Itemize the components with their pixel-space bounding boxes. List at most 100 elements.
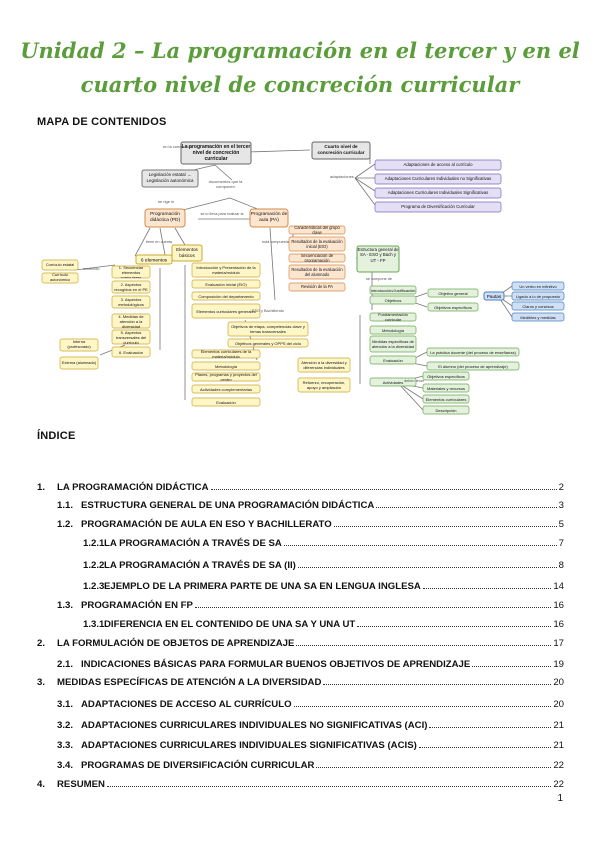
sa-item-label: Fundamentación curricular xyxy=(378,313,408,321)
toc-entry-number: 2. xyxy=(37,638,46,649)
sa-item: Metodología xyxy=(369,325,417,335)
toc-entry-page: 3 xyxy=(558,500,564,511)
toc-entry[interactable]: 1.3.1.DIFERENCIA EN EL CONTENIDO DE UNA … xyxy=(83,616,564,630)
objetivo-sub-item: Objetivos específicos xyxy=(427,302,479,312)
toc-entry-leader xyxy=(422,588,552,589)
center-node: La programación en el tercer nivel de co… xyxy=(180,141,252,165)
evaluacion-sub-group: La práctica docente (del proceso de ense… xyxy=(426,347,520,371)
basic-items-group: Introducción y Presentación de la materi… xyxy=(191,262,261,407)
curriculum-item: Currículo estatal xyxy=(41,259,79,271)
elementos-basicos-label: Elementos básicos xyxy=(176,247,198,258)
fourth-item: Adaptaciones de acceso al currículo xyxy=(374,159,502,171)
toc-entry[interactable]: 1.2.2.LA PROGRAMACIÓN A TRAVÉS DE SA (II… xyxy=(83,557,564,571)
toc-entry-page: 16 xyxy=(553,600,564,611)
toc-entry-page: 22 xyxy=(553,760,564,771)
curriculum-item-label: Currículo autonómico xyxy=(49,273,71,282)
diversity-item-label: Atención a la diversidad y diferencias i… xyxy=(301,360,347,370)
basic-element-item-label: Metodología xyxy=(214,363,237,369)
toc-entry-number: 1.3.1. xyxy=(83,619,108,630)
toc-entry-leader xyxy=(333,526,557,527)
sa-item: Evaluación xyxy=(369,355,417,365)
toc-entry[interactable]: 1.1.ESTRUCTURA GENERAL DE UNA PROGRAMACI… xyxy=(57,497,564,511)
pa-label: Programación de aula (PA) xyxy=(250,212,288,223)
index-section-label: ÍNDICE xyxy=(37,430,76,442)
fourth-item-label: Programa de Diversificación Curricular xyxy=(401,204,475,210)
pauta-item: Un verbo en infinitivo xyxy=(511,281,565,291)
toc-entry-leader xyxy=(357,626,552,627)
pa-node: Programación de aula (PA) xyxy=(249,208,289,228)
toc-entry[interactable]: 3.MEDIDAS ESPECÍFICAS DE ATENCIÓN A LA D… xyxy=(37,674,564,688)
toc-entry-number: 2.1. xyxy=(57,659,74,670)
toc-entry-number: 3.2. xyxy=(57,720,74,731)
basic-element-item: Actividades complementarias xyxy=(191,384,261,394)
objectives-group: Objetivos de etapa, competencias clave y… xyxy=(227,321,309,348)
pauta-item-label: Un verbo en infinitivo xyxy=(519,283,557,289)
pa-item-label: Secuenciación de programación xyxy=(300,254,334,262)
toc-entry[interactable]: 2.LA FORMULACIÓN DE OBJETOS DE APRENDIZA… xyxy=(37,635,564,649)
toc-entry[interactable]: 3.4.PROGRAMAS DE DIVERSIFICACIÓN CURRICU… xyxy=(57,757,564,771)
pa-item: Resultados de la evaluación inicial (EIO… xyxy=(288,236,346,252)
evaluacion-sub-item: La práctica docente (del proceso de ense… xyxy=(426,347,520,357)
six-element-item-label: 2. Aspectos recogidos en el PE xyxy=(114,282,148,292)
toc-entry[interactable]: 2.1.INDICACIONES BÁSICAS PARA FORMULAR B… xyxy=(57,656,564,670)
objective-item-label: Objetivos de etapa, competencias clave y… xyxy=(231,324,305,334)
toc-entry-number: 1.2.1. xyxy=(83,538,108,549)
sa-structure-label: Estructura general de SA - ESO y Bach y … xyxy=(357,247,399,263)
toc-entry-page: 5 xyxy=(558,519,564,530)
actividades-sub-item: Descripción xyxy=(422,405,470,415)
toc-entry-number: 1.3. xyxy=(57,600,74,611)
sa-item-label: Introducción/Justificación xyxy=(370,287,416,293)
basic-element-item-label: Composición del departamento xyxy=(198,293,254,299)
toc-entry-page: 21 xyxy=(553,720,564,731)
eval-type-item-label: Externa (alumnado) xyxy=(61,359,97,365)
basic-element-item: Introducción y Presentación de la materi… xyxy=(191,262,261,278)
legislation-label: Legislación estatal → Legislación autonó… xyxy=(146,172,194,183)
toc-entry-title: ESTRUCTURA GENERAL DE UNA PROGRAMACIÓN D… xyxy=(81,500,375,511)
toc-entry-leader xyxy=(472,666,552,667)
toc-entry-title: ADAPTACIONES DE ACCESO AL CURRÍCULO xyxy=(81,699,292,710)
pa-item-label: Características del grupo clase xyxy=(294,226,340,234)
basic-element-item: Evaluación xyxy=(191,397,261,407)
toc-entry-title: EJEMPLO DE LA PRIMERA PARTE DE UNA SA EN… xyxy=(104,581,421,592)
legislation-node: Legislación estatal → Legislación autonó… xyxy=(141,169,199,188)
toc-entry-title: ADAPTACIONES CURRICULARES INDIVIDUALES N… xyxy=(81,720,428,731)
pauta-item: Ligado a lo de propuesto xyxy=(511,291,565,301)
toc-entry[interactable]: 1.2.3.EJEMPLO DE LA PRIMERA PARTE DE UNA… xyxy=(83,578,564,592)
diversity-group: Atención a la diversidad y diferencias i… xyxy=(297,357,351,393)
elementos-basicos-node: Elementos básicos xyxy=(171,244,203,262)
toc-entry-number: 3. xyxy=(37,677,46,688)
toc-entry[interactable]: 1.2.PROGRAMACIÓN DE AULA EN ESO Y BACHIL… xyxy=(57,516,564,530)
toc-entry-page: 20 xyxy=(553,699,564,710)
basic-element-item: Elementos curriculares generales xyxy=(191,303,261,319)
actividades-link-label: deben tener xyxy=(404,379,425,383)
toc-entry[interactable]: 3.3.ADAPTACIONES CURRICULARES INDIVIDUAL… xyxy=(57,737,564,751)
toc-entry-leader xyxy=(429,727,552,728)
eval-type-item: Externa (alumnado) xyxy=(59,356,99,370)
toc-entry-title: LA PROGRAMACIÓN DIDÁCTICA xyxy=(57,482,209,493)
basic-element-item: Planes, programas y proyectos del centro xyxy=(191,372,261,382)
pa-item-label: Revisión de la PA xyxy=(300,284,333,290)
toc-entry-leader xyxy=(210,489,557,490)
basic-element-item: Evaluación inicial (EIO) xyxy=(191,279,261,289)
toc-entry-page: 14 xyxy=(553,581,564,592)
objective-item: Objetivos generales y OPPS del ciclo xyxy=(227,338,309,348)
sa-item-label: Evaluación xyxy=(383,357,403,363)
pd-node: Programación didáctica (PD) xyxy=(144,208,186,228)
toc-entry-page: 21 xyxy=(553,740,564,751)
documents-link-label: documentos que la componen xyxy=(208,179,243,189)
actividades-sub-item: Elementos curriculares xyxy=(422,394,470,404)
sa-structure-node: Estructura general de SA - ESO y Bach y … xyxy=(356,245,400,273)
basic-element-item-label: Evaluación xyxy=(216,399,236,405)
toc-entry-number: 1.2. xyxy=(57,519,74,530)
objetivo-sub-item-label: Objetivos específicos xyxy=(434,304,472,310)
toc-entry[interactable]: 3.2. ADAPTACIONES CURRICULARES INDIVIDUAL… xyxy=(57,717,564,731)
toc-entry-leader xyxy=(323,684,552,685)
